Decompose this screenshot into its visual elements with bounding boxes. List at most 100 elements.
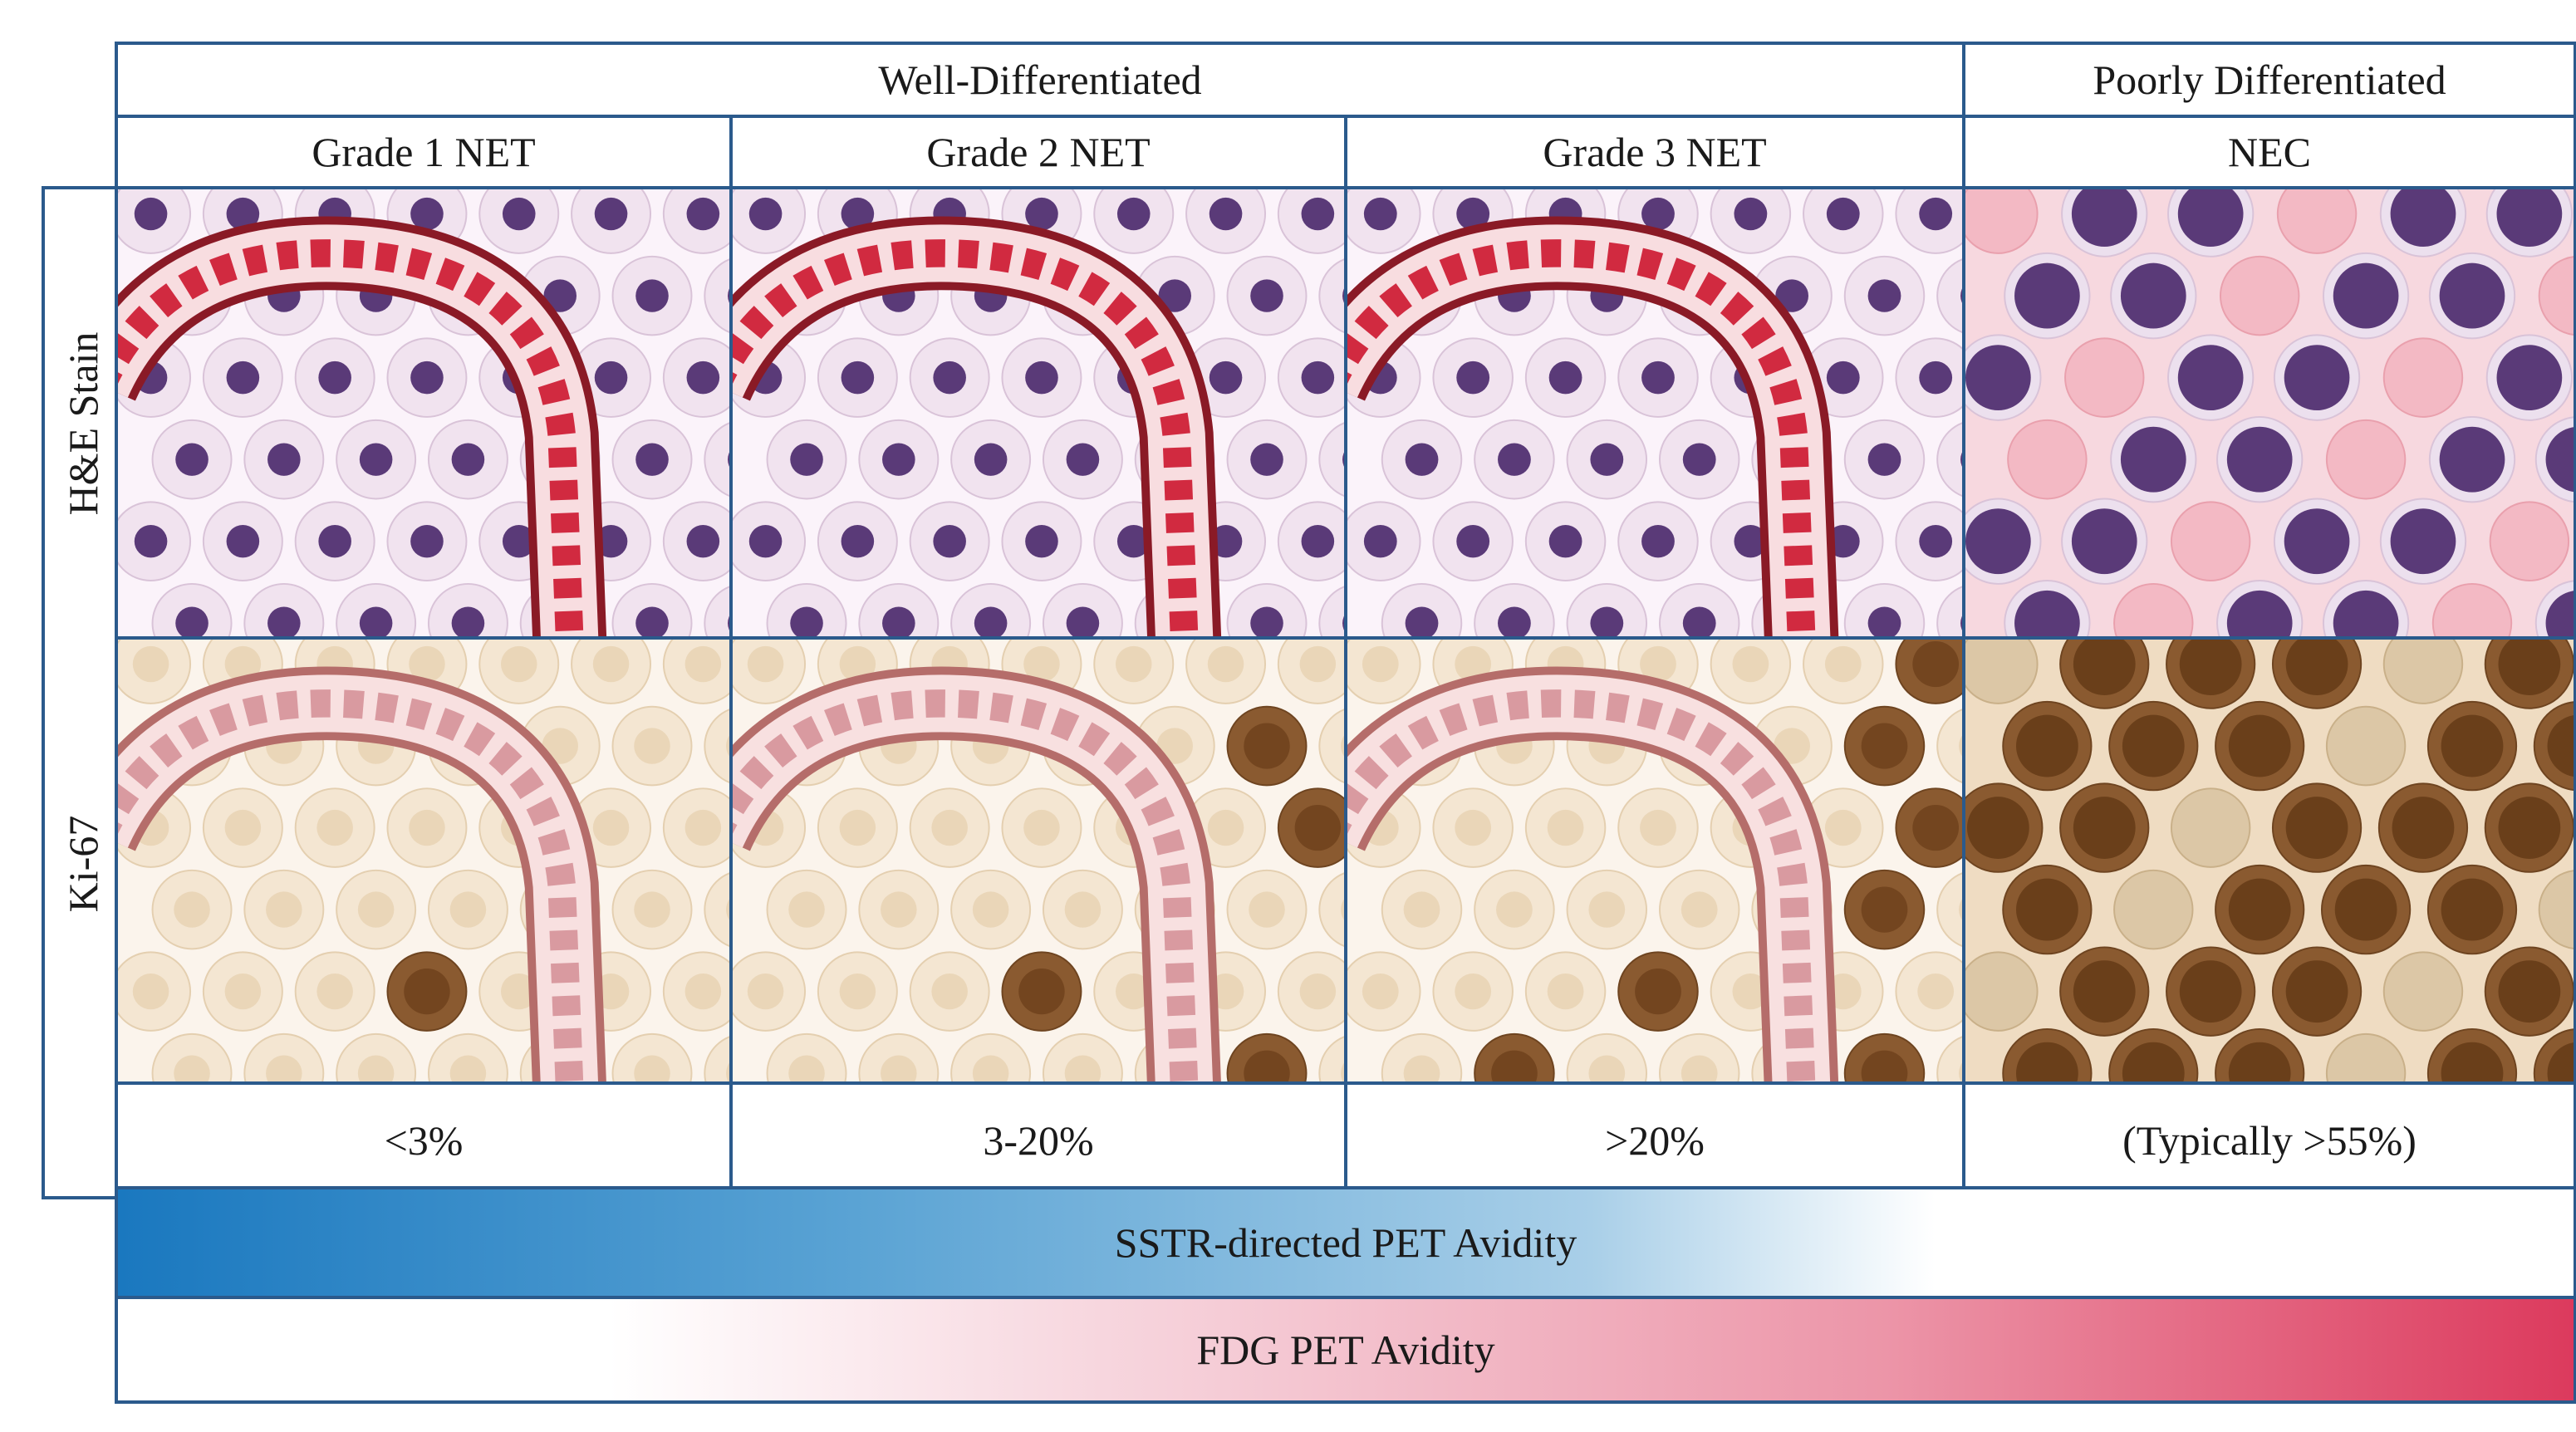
cell-nucleus	[1641, 524, 1675, 558]
cell-nucleus	[2545, 591, 2574, 636]
ki67-value-cell-nec: (Typically >55%)	[1962, 1081, 2576, 1199]
cell-nucleus	[1342, 288, 1344, 303]
cell-nucleus	[684, 809, 722, 846]
fdg-avidity-bar: FDG PET Avidity	[115, 1296, 2576, 1404]
cell-nucleus	[1681, 891, 1718, 928]
cell-nucleus	[2496, 189, 2563, 247]
cell	[1936, 872, 1962, 948]
cell-nucleus	[2439, 262, 2505, 329]
cell-nucleus	[1861, 1050, 1908, 1081]
cell-nucleus	[1250, 443, 1283, 476]
cell-nucleus	[2071, 508, 2137, 575]
column-header-grade3: Grade 3 NET	[1344, 115, 1965, 189]
cell-nucleus	[1301, 524, 1335, 558]
cell-nucleus	[2498, 797, 2561, 860]
cell-nucleus	[226, 360, 260, 395]
ki67-value: 3-20%	[983, 1117, 1094, 1164]
cell-nucleus	[316, 973, 353, 1010]
cell-nucleus	[2228, 1042, 2291, 1081]
necrotic-cell	[2170, 501, 2251, 581]
cell-nucleus	[1966, 797, 2029, 860]
cell	[704, 422, 729, 498]
ki67-panel-grade3	[1344, 636, 1965, 1085]
necrotic-cell	[2325, 1032, 2407, 1081]
cell-nucleus	[175, 443, 209, 476]
cell-nucleus	[1294, 805, 1342, 851]
cell-nucleus	[1641, 360, 1675, 395]
cell-nucleus	[2285, 797, 2348, 860]
cell-nucleus	[972, 1055, 1009, 1081]
cell-nucleus	[1115, 645, 1152, 683]
cell-nucleus	[726, 735, 729, 757]
cell-nucleus	[839, 809, 876, 846]
cell-nucleus	[726, 899, 729, 920]
cell	[704, 872, 729, 948]
cell-nucleus	[747, 973, 784, 1010]
necrotic-cell	[2170, 787, 2251, 868]
necrotic-cell	[2219, 255, 2300, 336]
cell-nucleus	[132, 645, 169, 683]
cell-nucleus	[1682, 443, 1716, 476]
row-label-column	[42, 186, 118, 1199]
cell-nucleus	[1209, 360, 1243, 395]
cell-nucleus	[1403, 891, 1440, 928]
cell-nucleus	[2073, 960, 2136, 1023]
cell-nucleus	[1732, 645, 1769, 683]
blood-vessel	[1347, 666, 1839, 1081]
cell-nucleus	[2073, 640, 2136, 695]
cell-nucleus	[1547, 973, 1584, 1010]
cell-nucleus	[224, 809, 262, 846]
he-cells	[1965, 189, 2574, 636]
cell-nucleus	[543, 279, 577, 312]
cell-nucleus	[1342, 615, 1344, 630]
fdg-avidity-label: FDG PET Avidity	[1196, 1327, 1495, 1373]
necrotic-cell	[2113, 582, 2194, 636]
cell-nucleus	[2439, 426, 2505, 493]
cell-nucleus	[1018, 969, 1065, 1015]
ki67-cells	[118, 640, 729, 1081]
cell	[704, 258, 729, 333]
column-label: Grade 3 NET	[1543, 129, 1767, 175]
cell-nucleus	[410, 197, 444, 231]
necrotic-cell	[2382, 951, 2464, 1032]
necrotic-cell	[2538, 256, 2574, 336]
cell	[1318, 258, 1344, 333]
column-label: Grade 1 NET	[312, 129, 536, 175]
necrotic-cell	[2325, 705, 2407, 787]
cell-nucleus	[1363, 524, 1397, 558]
cell-nucleus	[2496, 345, 2563, 411]
necrotic-cell	[1965, 951, 2039, 1032]
cell-nucleus	[500, 645, 537, 683]
cell-nucleus	[2016, 1042, 2078, 1081]
cell-nucleus	[728, 452, 729, 467]
cell-nucleus	[318, 360, 351, 395]
cell-nucleus	[1498, 606, 1531, 636]
cell-nucleus	[2333, 262, 2399, 329]
ki67-illustration-grade2	[733, 640, 1344, 1081]
cell-nucleus	[1116, 524, 1151, 558]
cell-nucleus	[1250, 606, 1283, 636]
header-well-differentiated: Well-Differentiated	[115, 42, 1965, 118]
cell-nucleus	[2120, 426, 2186, 493]
cell-nucleus	[1491, 1050, 1538, 1081]
ki67-value: (Typically >55%)	[2122, 1117, 2417, 1164]
cell-nucleus	[2226, 426, 2293, 493]
cell	[1936, 709, 1962, 783]
cell-nucleus	[1362, 973, 1399, 1010]
cell-nucleus	[1025, 360, 1058, 395]
cell-nucleus	[1299, 645, 1337, 683]
cell-nucleus	[1965, 508, 2031, 575]
cell-nucleus	[410, 524, 444, 558]
cell-nucleus	[2014, 590, 2080, 636]
cell-nucleus	[451, 606, 485, 636]
cell-nucleus	[2390, 508, 2456, 575]
ki67-panel-grade2	[729, 636, 1347, 1085]
cell-nucleus	[748, 524, 783, 558]
cell-nucleus	[1548, 524, 1582, 558]
cell-nucleus	[635, 443, 669, 476]
cell-nucleus	[267, 606, 301, 636]
cell-nucleus	[1590, 606, 1624, 636]
cell-nucleus	[357, 891, 395, 928]
cell-nucleus	[2498, 640, 2561, 695]
necrotic-cell	[2431, 582, 2513, 636]
